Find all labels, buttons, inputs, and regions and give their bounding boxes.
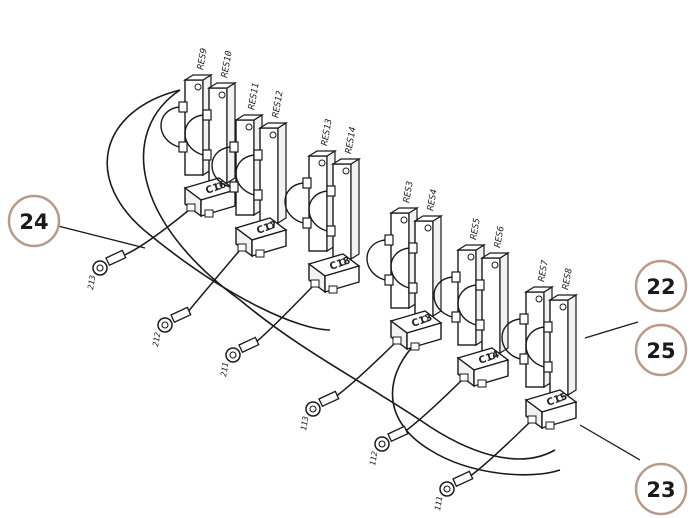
resistor-label: RES8 bbox=[561, 267, 575, 290]
wiring-harness bbox=[106, 89, 561, 478]
capacitor-block: C13 bbox=[389, 310, 443, 351]
resistor: RES3 bbox=[366, 180, 420, 310]
terminal-label: 211 bbox=[219, 362, 230, 378]
ring-terminal: 211 bbox=[219, 336, 260, 378]
resistor-label: RES13 bbox=[320, 118, 335, 146]
harness-wire bbox=[106, 89, 331, 331]
resistor: RES6 bbox=[457, 225, 511, 355]
resistor: RES8 bbox=[525, 267, 579, 397]
capacitor-block: C15 bbox=[524, 389, 578, 430]
capacitor-block: C18 bbox=[307, 253, 361, 294]
capacitor-block: C14 bbox=[456, 347, 510, 388]
terminal-label: 212 bbox=[151, 331, 162, 347]
resistor-label: RES3 bbox=[402, 180, 416, 203]
callout-leaders bbox=[57, 225, 641, 461]
resistor-label: RES14 bbox=[344, 126, 359, 154]
terminal-label: 113 bbox=[299, 415, 310, 431]
callout-25: 25 bbox=[634, 323, 688, 377]
callout-25-label: 25 bbox=[646, 339, 675, 363]
callout-23: 23 bbox=[634, 462, 688, 516]
resistor-label: RES10 bbox=[220, 50, 235, 78]
terminal-label: 112 bbox=[368, 450, 379, 466]
callout-24-label: 24 bbox=[19, 210, 48, 234]
resistor-label: RES7 bbox=[537, 259, 551, 283]
terminal-label: 111 bbox=[433, 496, 444, 512]
callout-22-label: 22 bbox=[646, 275, 675, 299]
resistor-label: RES9 bbox=[196, 47, 210, 70]
ring-terminal: 213 bbox=[86, 249, 127, 290]
resistor-label: RES12 bbox=[271, 90, 286, 118]
resistor-label: RES11 bbox=[247, 82, 262, 110]
resistor: RES14 bbox=[308, 126, 362, 261]
capacitor-block: C16 bbox=[183, 177, 237, 218]
resistor: RES12 bbox=[235, 90, 289, 225]
capacitor-block: C17 bbox=[234, 217, 288, 258]
callout-22: 22 bbox=[634, 259, 688, 313]
harness-wire bbox=[142, 89, 556, 460]
ring-terminal: 212 bbox=[151, 306, 192, 347]
ring-terminals: 213 212 211 113 112 111 bbox=[86, 249, 474, 512]
harness-wire bbox=[391, 329, 561, 476]
leader-24 bbox=[57, 225, 146, 249]
callout-24: 24 bbox=[7, 194, 61, 248]
ring-terminal: 112 bbox=[368, 425, 409, 466]
terminal-label: 213 bbox=[86, 274, 97, 290]
ring-terminal: 113 bbox=[299, 390, 340, 431]
ring-terminal: 111 bbox=[433, 470, 474, 512]
leader-22-25 bbox=[584, 321, 639, 339]
leader-23 bbox=[579, 424, 641, 461]
callout-23-label: 23 bbox=[646, 478, 675, 502]
resistor-label: RES6 bbox=[493, 225, 507, 248]
resistor-label: RES5 bbox=[469, 217, 483, 240]
resistor-label: RES4 bbox=[426, 188, 440, 211]
